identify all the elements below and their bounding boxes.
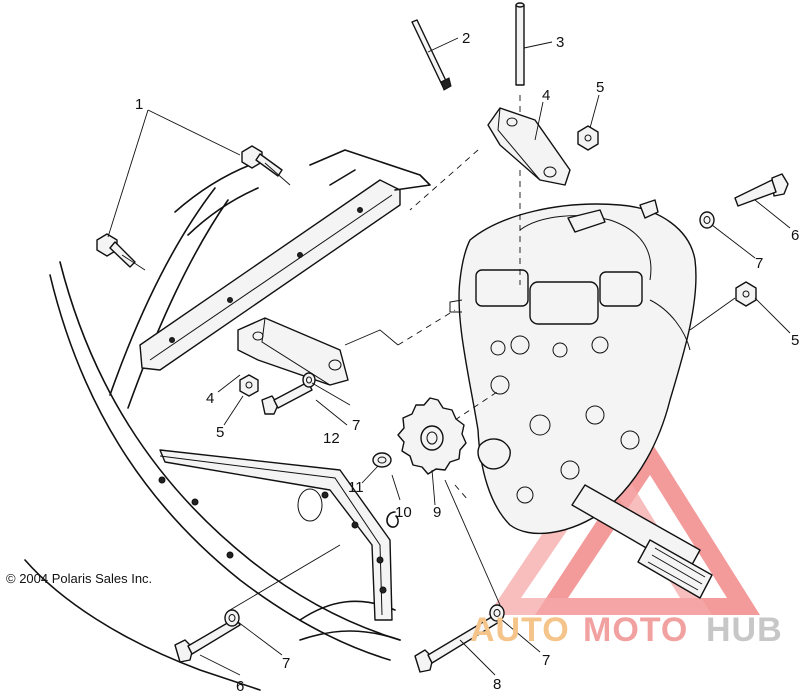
copyright-notice: © 2004 Polaris Sales Inc. <box>6 571 153 586</box>
part-4-bracket-upper <box>487 107 571 186</box>
callout-2: 2 <box>462 30 470 47</box>
watermark-auto: AUTO <box>470 611 570 649</box>
watermark-text: AUTO MOTO HUB <box>470 611 783 649</box>
callout-10: 10 <box>395 504 412 521</box>
leader-lines <box>107 37 791 676</box>
callout-6-bottom: 6 <box>236 678 244 694</box>
callout-7-right: 7 <box>755 255 763 272</box>
callout-4-upper: 4 <box>542 87 550 104</box>
assembly-lines <box>344 95 521 501</box>
callout-5-upper: 5 <box>596 79 604 96</box>
part-6-bolt-bottom <box>174 617 241 663</box>
part-10-snap-ring <box>386 511 399 528</box>
part-7-washers <box>224 211 715 627</box>
frame-tubes <box>24 164 401 691</box>
part-12-bolt <box>261 381 313 415</box>
callout-8: 8 <box>493 676 501 693</box>
callout-6-right: 6 <box>791 227 799 244</box>
callout-4-lower: 4 <box>206 390 214 407</box>
watermark-moto: MOTO <box>583 611 688 649</box>
part-2-long-bolt <box>411 19 452 91</box>
part-5-nut-top <box>577 125 599 151</box>
callout-3: 3 <box>556 34 564 51</box>
part-8-bolt <box>414 614 500 673</box>
watermark-hub: HUB <box>706 611 783 649</box>
callout-9: 9 <box>433 504 441 521</box>
callout-1: 1 <box>135 96 143 113</box>
gearcase-housing <box>449 199 713 599</box>
callout-7-bottom-right: 7 <box>542 652 550 669</box>
callout-7-mid: 7 <box>352 417 360 434</box>
callout-11: 11 <box>348 479 364 496</box>
side-rail-bracket <box>139 149 431 371</box>
part-3-shaft-pin <box>515 2 525 86</box>
callout-12: 12 <box>323 430 340 447</box>
part-9-sprocket <box>397 397 467 475</box>
part-1-bolt-lower <box>96 233 136 268</box>
part-11-washer <box>372 452 392 468</box>
callout-5-right: 5 <box>791 332 799 349</box>
callout-7-bottom-left: 7 <box>282 655 290 672</box>
callout-5-lower: 5 <box>216 424 224 441</box>
part-5-nut-left <box>239 374 259 397</box>
part-1-bolt-upper <box>241 145 283 177</box>
lower-bracket-plate <box>158 449 393 621</box>
part-5-nut-right <box>735 281 757 307</box>
part-6-bolt-right <box>734 173 789 207</box>
part-4-bracket-lower <box>237 317 349 386</box>
callout-labels: 1 2 3 4 5 6 7 5 4 5 7 12 11 10 9 7 6 8 7 <box>135 30 799 694</box>
